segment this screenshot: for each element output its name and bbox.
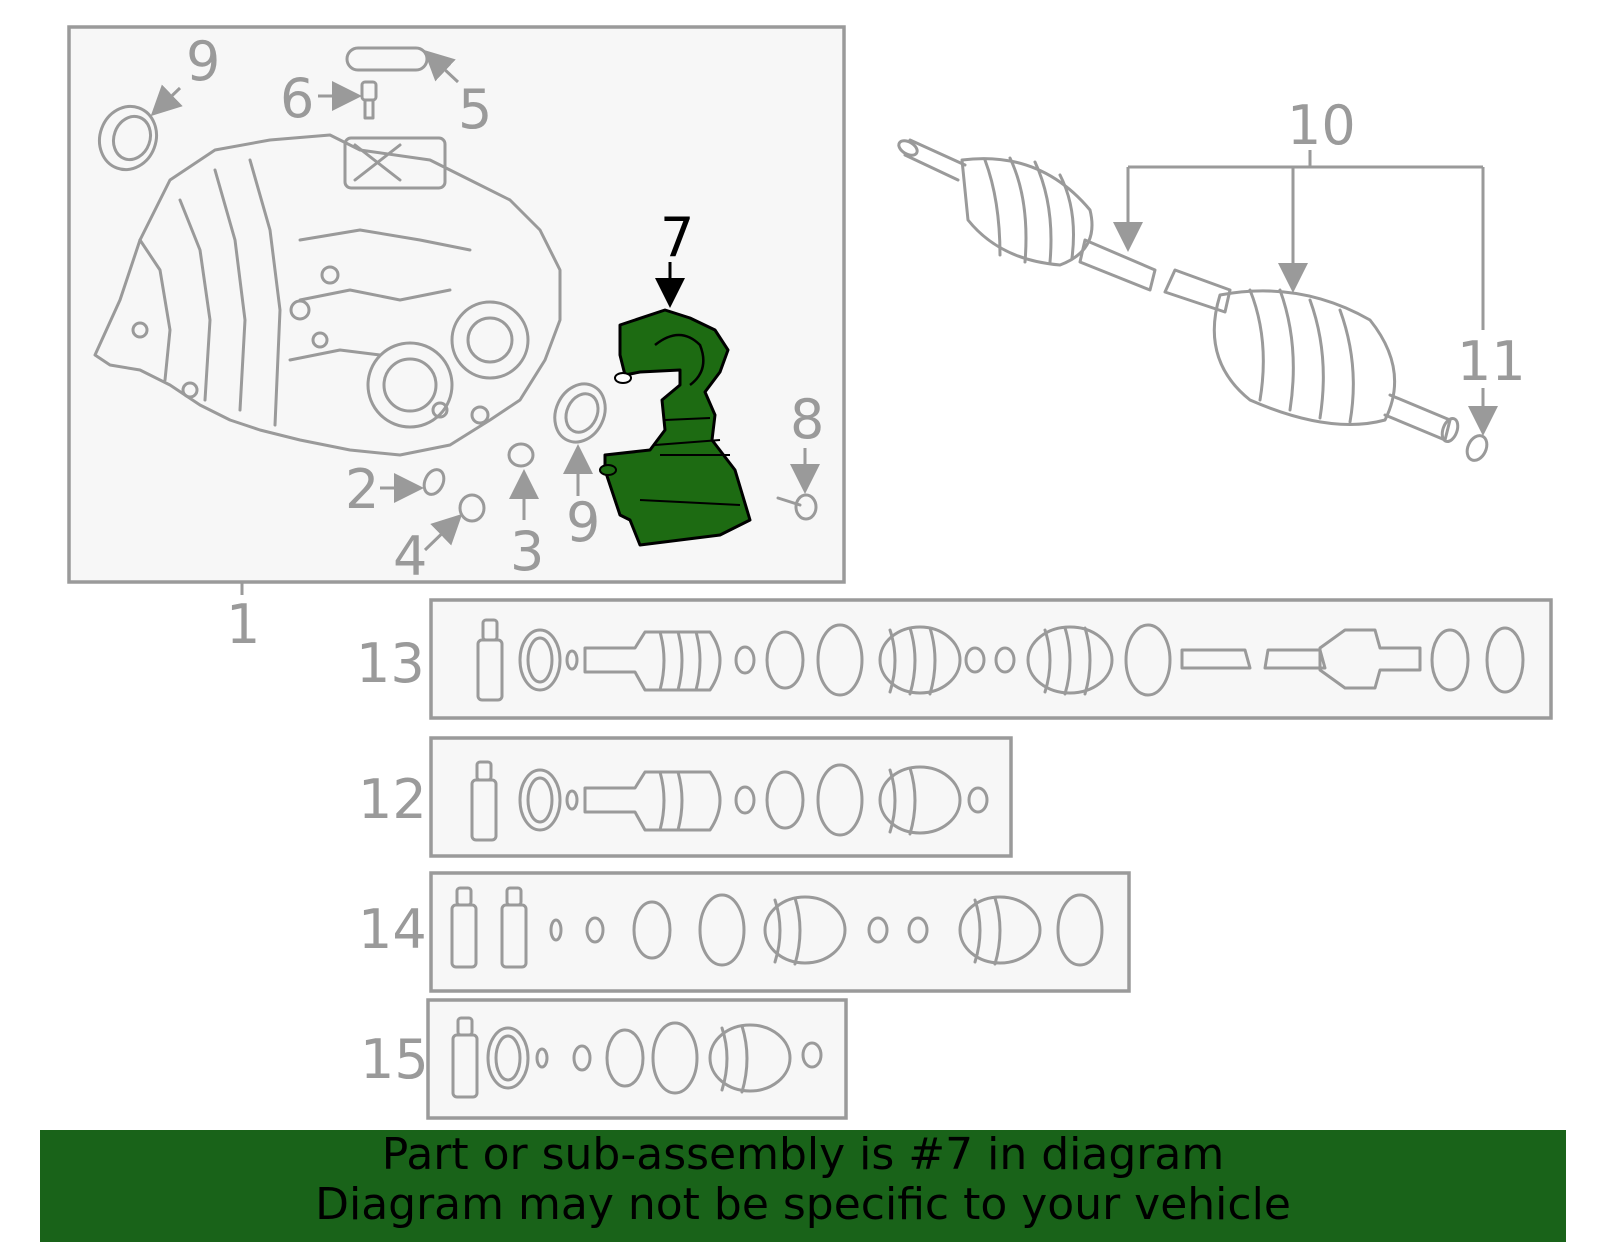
part-notice-banner: Part or sub-assembly is #7 in diagram Di…: [40, 1130, 1566, 1242]
callout-1: 1: [226, 593, 260, 656]
bolt-6: [360, 80, 378, 120]
o-ring-11: [1465, 434, 1489, 462]
callout-15: 15: [360, 1028, 429, 1091]
callout-14: 14: [358, 898, 427, 961]
callout-5: 5: [458, 78, 492, 141]
kit-14-components: [450, 886, 1104, 969]
transaxle-housing-illustration: [93, 133, 562, 457]
callout-9-top: 9: [186, 30, 220, 93]
callout-9-side: 9: [566, 491, 600, 554]
o-ring-2: [422, 468, 446, 496]
kit-15-box: [426, 998, 848, 1120]
banner-line-part-number: Part or sub-assembly is #7 in diagram: [381, 1129, 1225, 1180]
kit-12-components: [470, 760, 989, 842]
callout-6: 6: [280, 67, 314, 130]
callout-10: 10: [1287, 94, 1356, 157]
callout-3: 3: [510, 520, 544, 583]
part-7-bracket-highlighted: [599, 308, 752, 547]
seal-9-side: [553, 382, 607, 444]
kit-13-box: [429, 598, 1553, 720]
callout-12: 12: [358, 768, 427, 831]
seal-9-top: [98, 104, 158, 172]
callout-13: 13: [356, 632, 425, 695]
plug-4: [458, 493, 486, 523]
callout-4: 4: [393, 525, 427, 588]
kit-13-components: [476, 618, 1525, 702]
bolt-8: [776, 493, 818, 521]
plug-3: [507, 442, 535, 468]
callout-7: 7: [660, 206, 694, 269]
kit-15-components: [451, 1016, 823, 1099]
callout-2: 2: [345, 458, 379, 521]
callout-11: 11: [1457, 330, 1526, 393]
banner-line-disclaimer: Diagram may not be specific to your vehi…: [315, 1179, 1291, 1230]
drive-shaft-assembly: [897, 138, 1460, 444]
callout-8: 8: [790, 388, 824, 451]
